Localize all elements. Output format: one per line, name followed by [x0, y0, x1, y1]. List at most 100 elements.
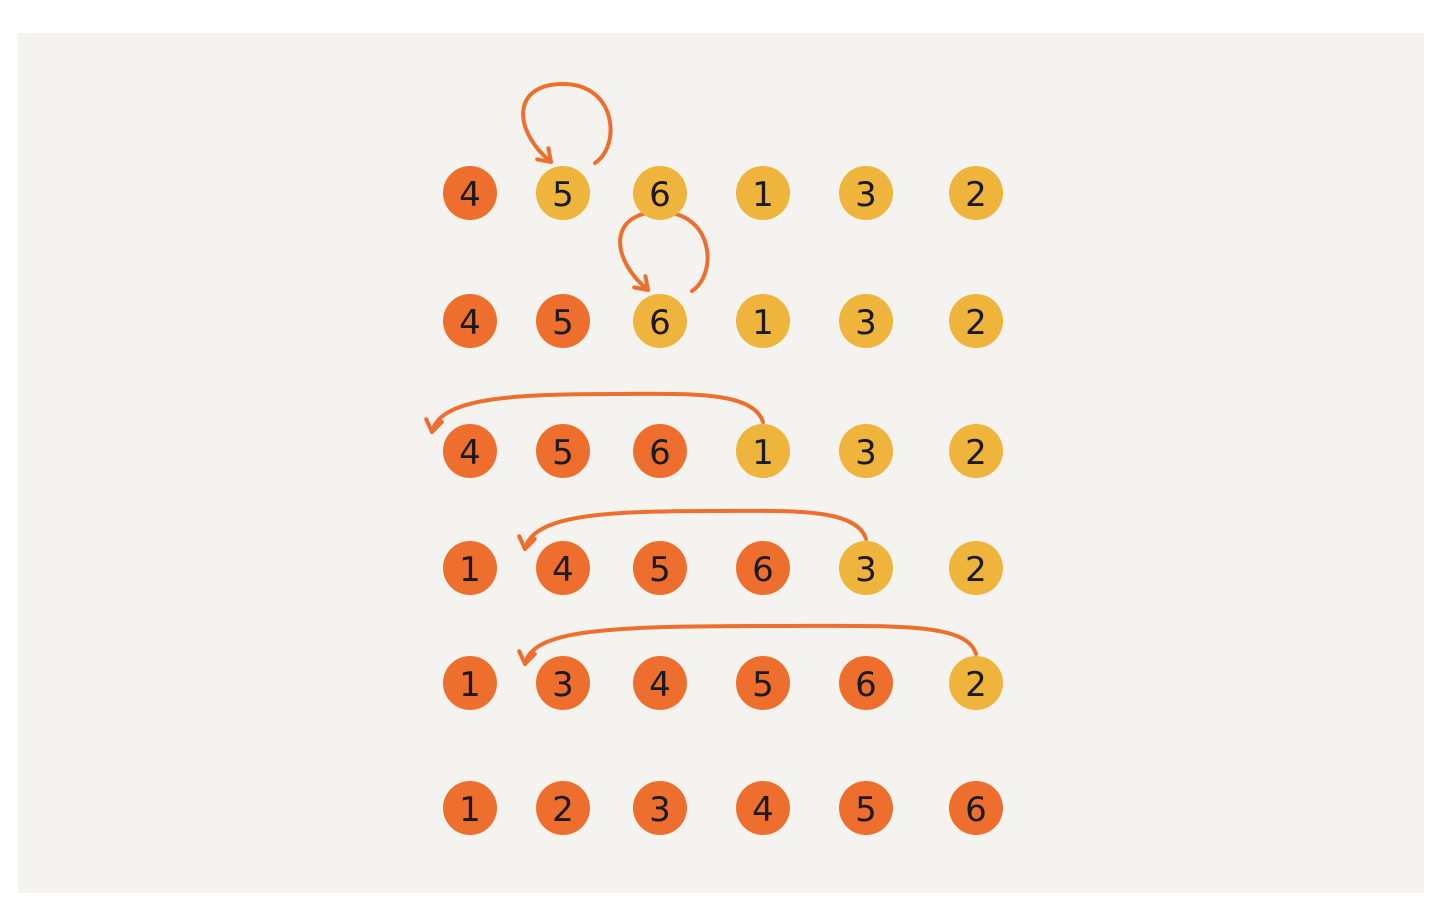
node-row5-col4: 5: [736, 656, 790, 710]
node-label: 4: [752, 790, 774, 830]
node-row2-col4: 1: [736, 294, 790, 348]
node-row3-col2: 5: [536, 424, 590, 478]
node-circle: [839, 656, 893, 710]
node-row3-col4: 1: [736, 424, 790, 478]
node-label: 1: [752, 175, 774, 215]
node-row4-col4: 6: [736, 541, 790, 595]
node-row1-col6: 2: [949, 166, 1003, 220]
node-label: 1: [459, 665, 481, 705]
node-label: 3: [649, 790, 671, 830]
node-label: 2: [965, 665, 987, 705]
node-circle: [633, 541, 687, 595]
node-row4-col5: 3: [839, 541, 893, 595]
node-row2-col3: 6: [633, 294, 687, 348]
node-row5-col5: 6: [839, 656, 893, 710]
arrow-head: [517, 649, 537, 666]
node-label: 5: [552, 175, 574, 215]
node-row6-col2: 2: [536, 781, 590, 835]
node-row5-col6: 2: [949, 656, 1003, 710]
node-row4-col1: 1: [443, 541, 497, 595]
node-circle: [536, 294, 590, 348]
node-row6-col6: 6: [949, 781, 1003, 835]
node-label: 6: [752, 550, 774, 590]
node-label: 3: [855, 433, 877, 473]
node-circle: [443, 541, 497, 595]
arrow-head: [424, 417, 444, 434]
node-circle: [443, 781, 497, 835]
node-label: 1: [459, 790, 481, 830]
node-circle: [839, 541, 893, 595]
node-circle: [633, 656, 687, 710]
node-label: 4: [459, 175, 481, 215]
move-arrow-row4: [517, 508, 868, 551]
arrow-curve: [521, 82, 613, 165]
move-arrow-row3: [424, 391, 765, 434]
node-label: 5: [552, 433, 574, 473]
node-label: 1: [752, 303, 774, 343]
arrow-curve: [523, 508, 868, 551]
arrow-head: [535, 146, 553, 164]
arrow-curve: [430, 391, 765, 434]
node-circle: [443, 166, 497, 220]
node-label: 2: [965, 433, 987, 473]
node-row6-col3: 3: [633, 781, 687, 835]
node-circle: [736, 166, 790, 220]
node-label: 4: [552, 550, 574, 590]
node-row6-col5: 5: [839, 781, 893, 835]
node-label: 4: [459, 433, 481, 473]
node-circle: [949, 294, 1003, 348]
move-arrow-row2: [618, 210, 710, 293]
move-arrow-row1: [521, 82, 613, 165]
node-row3-col6: 2: [949, 424, 1003, 478]
node-circle: [949, 541, 1003, 595]
node-circle: [736, 656, 790, 710]
arrow-curve: [618, 210, 710, 293]
node-row6-col1: 1: [443, 781, 497, 835]
arrows-layer: [424, 82, 978, 666]
node-circle: [949, 166, 1003, 220]
node-row5-col2: 3: [536, 656, 590, 710]
node-row1-col2: 5: [536, 166, 590, 220]
node-circle: [536, 656, 590, 710]
node-label: 6: [855, 665, 877, 705]
node-label: 4: [459, 303, 481, 343]
node-row1-col5: 3: [839, 166, 893, 220]
node-label: 6: [649, 303, 671, 343]
arrow-curve: [523, 623, 978, 666]
node-circle: [633, 166, 687, 220]
node-circle: [839, 781, 893, 835]
node-label: 2: [965, 550, 987, 590]
node-circle: [736, 424, 790, 478]
node-row1-col3: 6: [633, 166, 687, 220]
node-circle: [536, 424, 590, 478]
node-row3-col1: 4: [443, 424, 497, 478]
node-circle: [839, 424, 893, 478]
node-circle: [536, 166, 590, 220]
node-label: 1: [459, 550, 481, 590]
node-circle: [443, 656, 497, 710]
node-label: 2: [552, 790, 574, 830]
node-label: 1: [752, 433, 774, 473]
move-arrow-row5: [517, 623, 978, 666]
node-row4-col6: 2: [949, 541, 1003, 595]
node-row4-col3: 5: [633, 541, 687, 595]
node-row1-col4: 1: [736, 166, 790, 220]
node-circle: [443, 294, 497, 348]
node-label: 3: [855, 303, 877, 343]
node-row4-col2: 4: [536, 541, 590, 595]
node-circle: [536, 781, 590, 835]
node-label: 6: [965, 790, 987, 830]
node-label: 6: [649, 175, 671, 215]
node-label: 5: [855, 790, 877, 830]
node-circle: [633, 424, 687, 478]
node-row2-col5: 3: [839, 294, 893, 348]
node-label: 3: [552, 665, 574, 705]
node-row3-col3: 6: [633, 424, 687, 478]
node-circle: [736, 541, 790, 595]
node-label: 2: [965, 175, 987, 215]
node-label: 4: [649, 665, 671, 705]
node-circle: [949, 781, 1003, 835]
node-row2-col6: 2: [949, 294, 1003, 348]
